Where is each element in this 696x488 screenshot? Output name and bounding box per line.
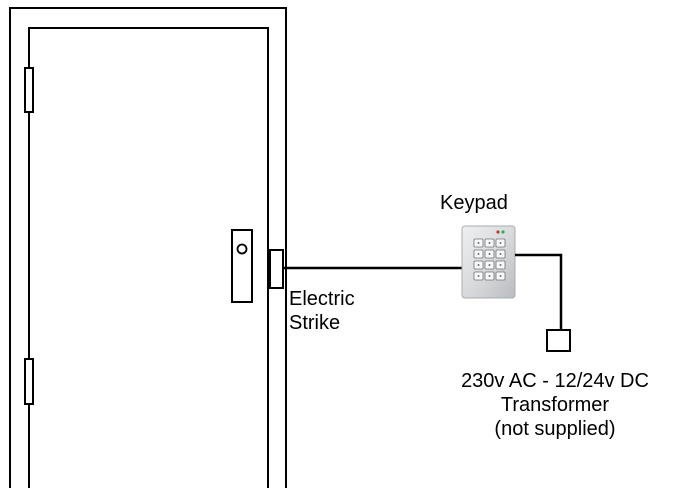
transformer-label-line-1: 230v AC - 12/24v DC: [461, 370, 649, 392]
transformer-label-line-3: (not supplied): [494, 418, 616, 440]
door-leaf: [28, 27, 269, 488]
transformer-label: 230v AC - 12/24v DC Transformer (not sup…: [400, 369, 696, 441]
electric-strike-label: Electric Strike: [289, 287, 355, 335]
transformer-label-line-2: Transformer: [500, 394, 610, 416]
indicator-led-icon: [496, 230, 505, 234]
keypad-label: Keypad: [440, 192, 508, 214]
lock-cylinder: [236, 243, 248, 255]
upper-hinge: [24, 67, 34, 113]
keypad-to-transformer-cable: [515, 253, 563, 330]
keypad-key-marks: [477, 242, 502, 277]
door-lock: [231, 229, 253, 303]
electric-strike-label-line-2: Strike: [289, 312, 341, 334]
keypad-device: [461, 225, 516, 299]
electric-strike: [269, 249, 284, 289]
electric-strike-label-line-1: Electric: [289, 288, 355, 310]
transformer-box: [546, 329, 571, 352]
lower-hinge: [24, 358, 34, 405]
door-frame: [9, 7, 287, 488]
